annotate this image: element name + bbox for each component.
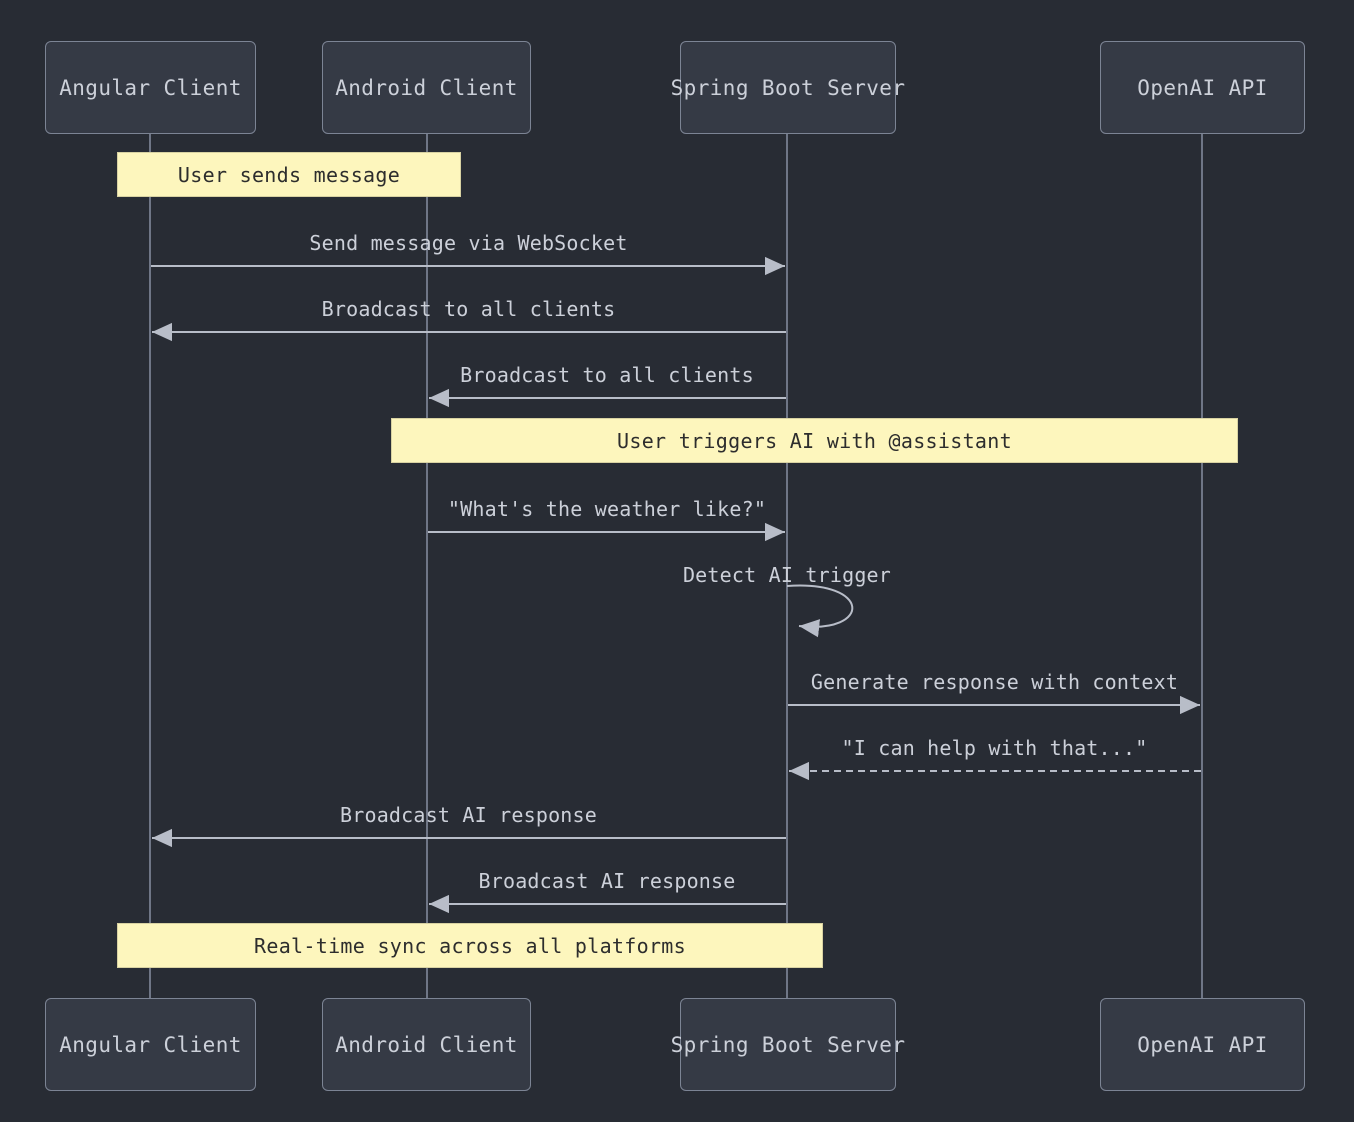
self-message-arrow-m5: [786, 584, 854, 638]
participant-box-openai-bottom[interactable]: OpenAI API: [1100, 998, 1305, 1091]
participant-label-angular: Angular Client: [59, 1032, 242, 1057]
message-label-m1: Send message via WebSocket: [309, 231, 628, 255]
participant-box-server-top[interactable]: Spring Boot Server: [671, 41, 905, 134]
participant-box-android-bottom[interactable]: Android Client: [322, 998, 531, 1091]
participant-label-openai: OpenAI API: [1137, 1032, 1268, 1057]
participant-label-android: Android Client: [335, 1032, 518, 1057]
note-text: Real-time sync across all platforms: [254, 933, 686, 958]
message-label-m9: Broadcast AI response: [478, 869, 736, 893]
message-arrows-group: [151, 256, 1201, 914]
note-note3: Real-time sync across all platforms: [117, 923, 823, 968]
participant-label-angular: Angular Client: [59, 75, 242, 100]
message-label-m4: "What's the weather like?": [447, 497, 767, 521]
participant-box-openai-top[interactable]: OpenAI API: [1100, 41, 1305, 134]
note-note2: User triggers AI with @assistant: [391, 418, 1238, 463]
participant-label-server: Spring Boot Server: [670, 75, 906, 100]
participant-label-android: Android Client: [335, 75, 518, 100]
message-label-m8: Broadcast AI response: [339, 803, 598, 827]
note-text: User triggers AI with @assistant: [617, 428, 1012, 453]
message-label-m2: Broadcast to all clients: [321, 297, 616, 321]
participant-box-server-bottom[interactable]: Spring Boot Server: [671, 998, 905, 1091]
participant-label-server: Spring Boot Server: [670, 1032, 906, 1057]
participant-label-openai: OpenAI API: [1137, 75, 1268, 100]
message-label-m6: Generate response with context: [810, 670, 1179, 694]
message-label-m3: Broadcast to all clients: [460, 363, 754, 387]
participant-box-angular-bottom[interactable]: Angular Client: [45, 998, 256, 1091]
message-label-m5: Detect AI trigger: [682, 563, 892, 587]
note-note1: User sends message: [117, 152, 461, 197]
note-text: User sends message: [177, 162, 401, 187]
lifelines-group: [149, 134, 1203, 998]
message-label-m7: "I can help with that...": [841, 736, 1148, 760]
participant-box-angular-top[interactable]: Angular Client: [45, 41, 256, 134]
participant-box-android-top[interactable]: Android Client: [322, 41, 531, 134]
